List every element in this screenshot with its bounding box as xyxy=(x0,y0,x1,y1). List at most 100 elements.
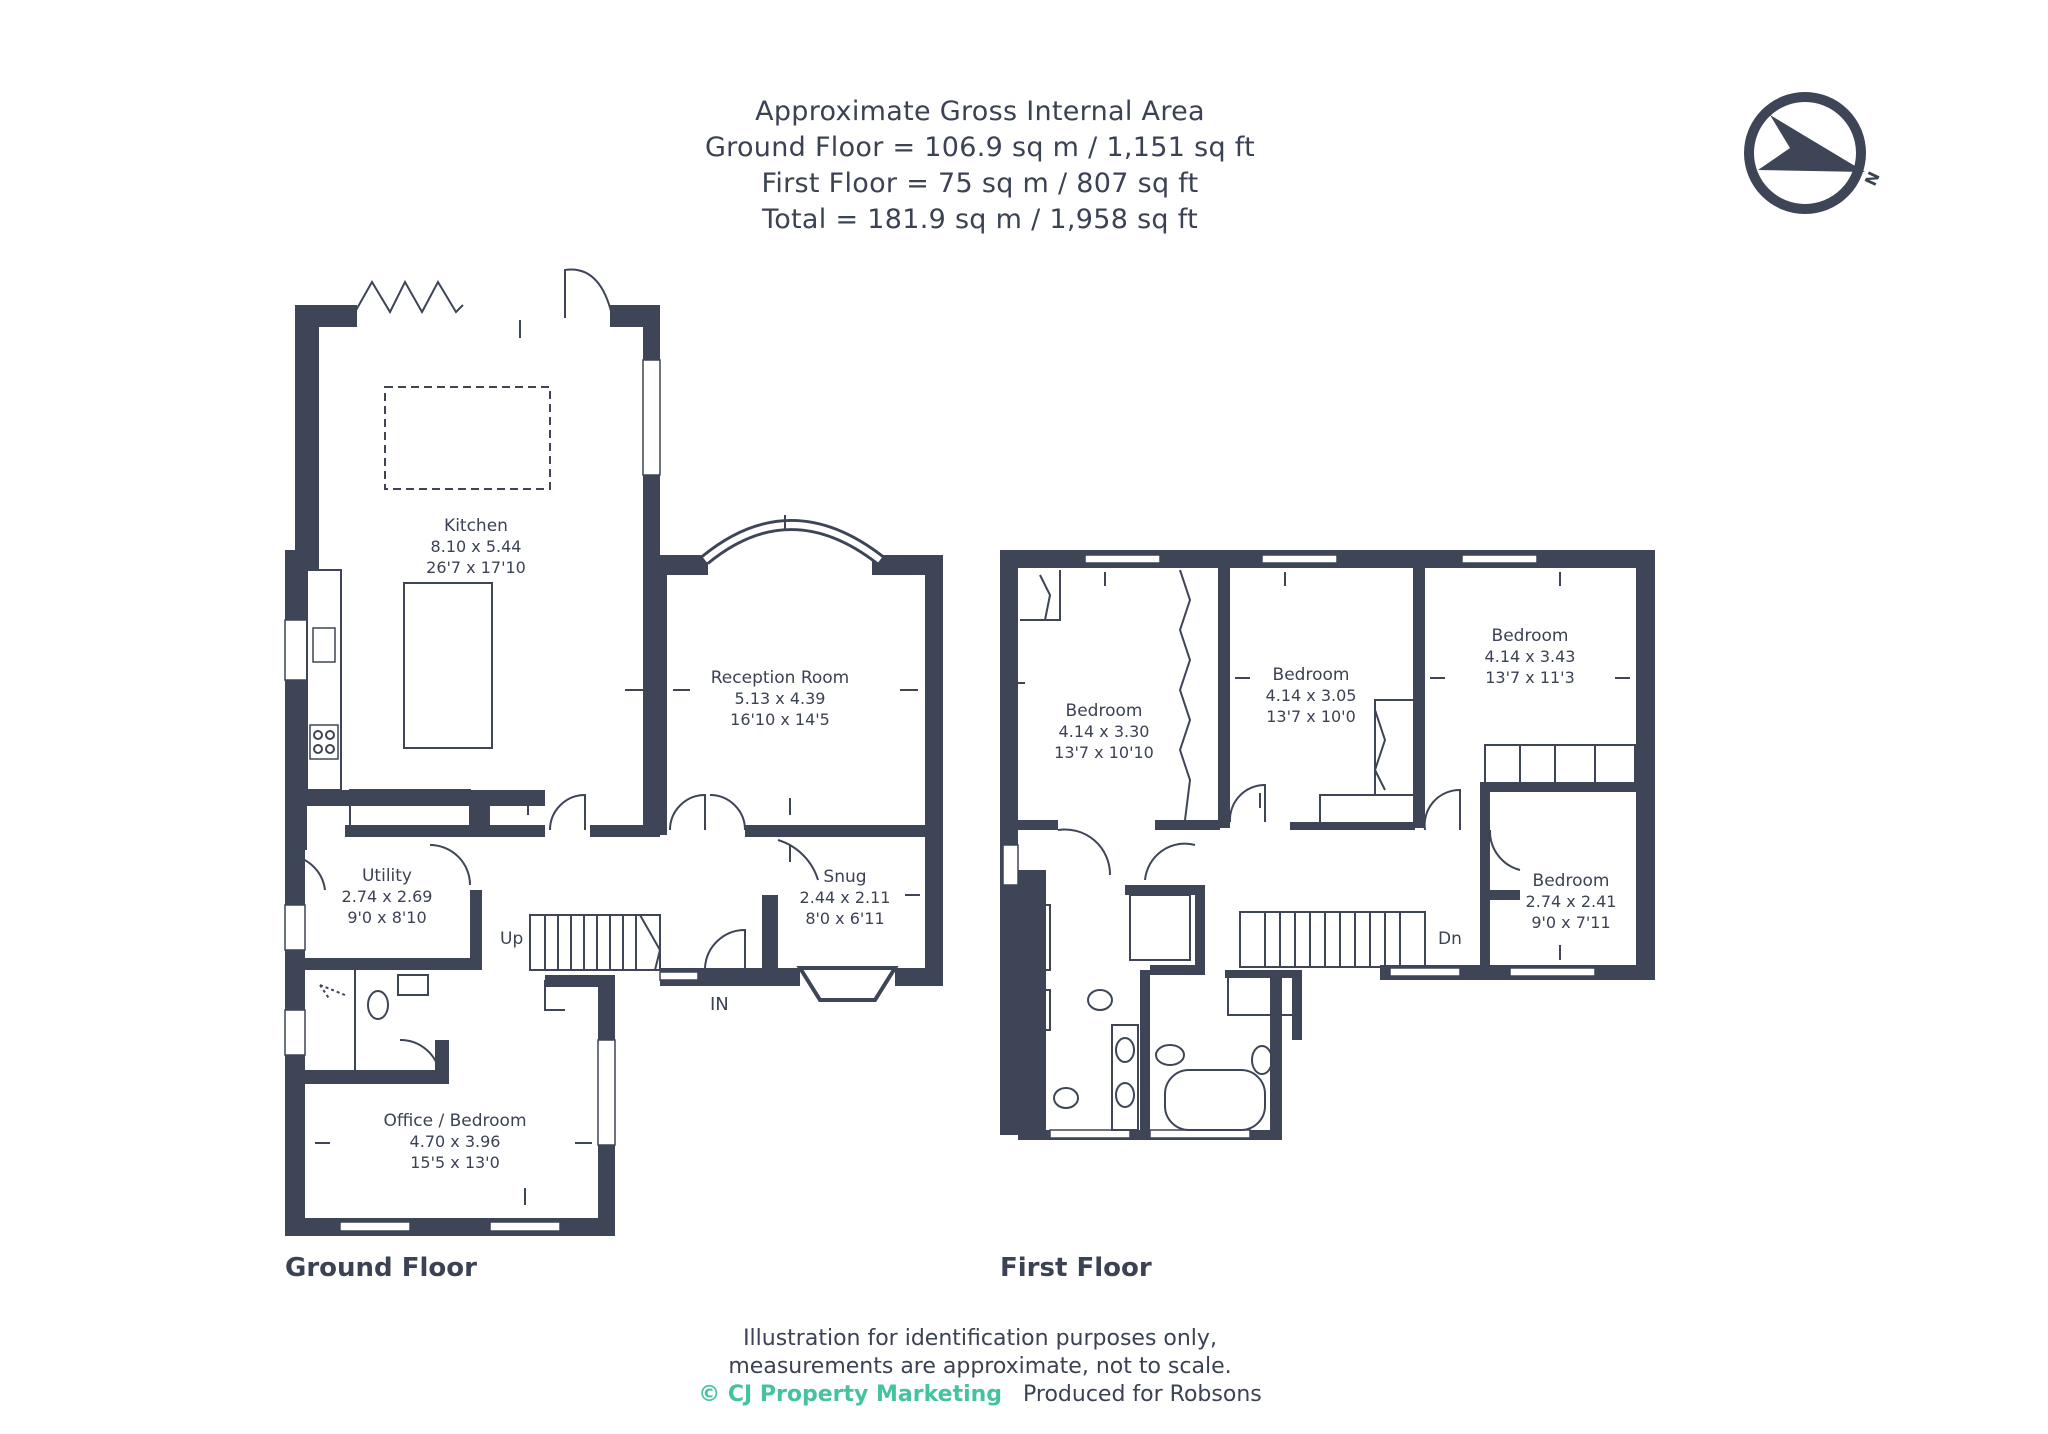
office-imperial: 15'5 x 13'0 xyxy=(410,1153,500,1172)
snug-metric: 2.44 x 2.11 xyxy=(800,888,891,907)
window xyxy=(659,971,699,981)
office-metric: 4.70 x 3.96 xyxy=(410,1132,501,1151)
compass-icon: N xyxy=(1744,92,1884,214)
bedroom4-imperial: 9'0 x 7'11 xyxy=(1531,913,1610,932)
wall xyxy=(1000,550,1018,1135)
airing-cupboard xyxy=(1019,904,1051,971)
snug-imperial: 8'0 x 6'11 xyxy=(805,909,884,928)
reception-door-left xyxy=(669,793,706,831)
window xyxy=(1002,844,1019,886)
utility-imperial: 9'0 x 8'10 xyxy=(347,908,426,927)
utility-door xyxy=(284,853,326,891)
bedroom2-imperial: 13'7 x 10'0 xyxy=(1266,707,1356,726)
compass-north-label: N xyxy=(1861,169,1884,189)
staircase xyxy=(1239,911,1426,968)
window xyxy=(284,619,308,681)
bathroom-door xyxy=(1057,828,1112,876)
garden-door xyxy=(564,268,613,318)
wall xyxy=(285,1218,615,1236)
bedroom4-metric: 2.74 x 2.41 xyxy=(1526,892,1617,911)
kitchen-name: Kitchen xyxy=(444,516,508,536)
wall xyxy=(1140,970,1150,1135)
credits: © CJ Property Marketing Produced for Rob… xyxy=(0,1382,1960,1407)
first-floor-title: First Floor xyxy=(1000,1253,1152,1283)
wall xyxy=(872,555,942,575)
utility-metric: 2.74 x 2.69 xyxy=(342,887,433,906)
vanity-unit xyxy=(1111,1024,1139,1131)
window xyxy=(1261,554,1338,564)
bath-icon xyxy=(1164,1069,1266,1131)
wall xyxy=(295,305,357,327)
bedroom-door xyxy=(1488,829,1521,871)
front-door xyxy=(704,928,746,969)
basin-icon xyxy=(1115,1037,1135,1063)
wall xyxy=(1292,970,1302,1040)
wall xyxy=(1150,965,1205,975)
basin-icon xyxy=(397,974,429,996)
basin-icon xyxy=(1115,1082,1135,1108)
wall xyxy=(1290,822,1415,830)
window xyxy=(284,1009,306,1056)
window xyxy=(284,904,306,951)
wall xyxy=(925,555,943,985)
wall xyxy=(1018,870,1046,1135)
wall xyxy=(470,890,482,970)
stairs-down-label: Dn xyxy=(1438,929,1462,949)
wall xyxy=(1270,975,1282,1140)
kitchen-door xyxy=(549,793,586,831)
reception-door-right xyxy=(709,794,746,831)
wall xyxy=(435,1040,449,1084)
bedroom1-imperial: 13'7 x 10'10 xyxy=(1054,743,1154,762)
wall xyxy=(590,825,660,837)
bedroom2-name: Bedroom xyxy=(1273,665,1350,685)
wall xyxy=(1636,550,1655,980)
ground-floor-title: Ground Floor xyxy=(285,1253,477,1283)
wall xyxy=(1480,782,1490,967)
office-name: Office / Bedroom xyxy=(383,1111,526,1131)
utility-inner-door xyxy=(429,844,471,886)
window xyxy=(642,359,661,476)
wall xyxy=(1018,820,1058,830)
wardrobe-door xyxy=(1039,574,1052,621)
utility-name: Utility xyxy=(362,866,412,886)
first-floor-area: First Floor = 75 sq m / 807 sq ft xyxy=(761,168,1199,199)
wall xyxy=(305,1070,445,1084)
area-heading: Approximate Gross Internal Area xyxy=(755,96,1205,127)
wardrobe-door xyxy=(1373,709,1387,791)
snug-door xyxy=(777,839,819,881)
bedroom1-name: Bedroom xyxy=(1066,701,1143,721)
toilet-icon xyxy=(1155,1044,1185,1066)
bedroom2-metric: 4.14 x 3.05 xyxy=(1266,686,1357,705)
wall xyxy=(545,975,615,987)
bedroom-door xyxy=(1228,783,1266,823)
entrance-label: IN xyxy=(710,994,729,1015)
window xyxy=(1049,1129,1131,1139)
wall xyxy=(745,968,800,986)
sink-icon xyxy=(312,627,336,663)
kitchen-metric: 8.10 x 5.44 xyxy=(431,537,522,556)
wall xyxy=(643,555,667,835)
shower-icon xyxy=(319,984,346,1001)
first-floor-plan xyxy=(1000,550,1655,1140)
window xyxy=(1509,967,1596,977)
wall xyxy=(295,305,319,570)
toilet-icon xyxy=(1087,989,1113,1011)
wall xyxy=(1125,885,1205,895)
bedroom1-metric: 4.14 x 3.30 xyxy=(1059,722,1150,741)
bay-window-glass xyxy=(703,522,882,563)
window xyxy=(1461,554,1538,564)
bifold-door xyxy=(354,279,464,315)
wardrobe xyxy=(1319,794,1416,824)
wall xyxy=(345,825,545,837)
wall xyxy=(1225,970,1300,978)
wall xyxy=(1195,885,1205,975)
wall xyxy=(895,968,943,986)
total-area: Total = 181.9 sq m / 1,958 sq ft xyxy=(762,204,1198,235)
wall xyxy=(1155,820,1220,830)
disclaimer-line2: measurements are approximate, not to sca… xyxy=(728,1354,1232,1379)
wardrobe xyxy=(1178,569,1192,821)
roof-lantern xyxy=(384,386,551,490)
ground-floor-plan xyxy=(284,268,943,1236)
